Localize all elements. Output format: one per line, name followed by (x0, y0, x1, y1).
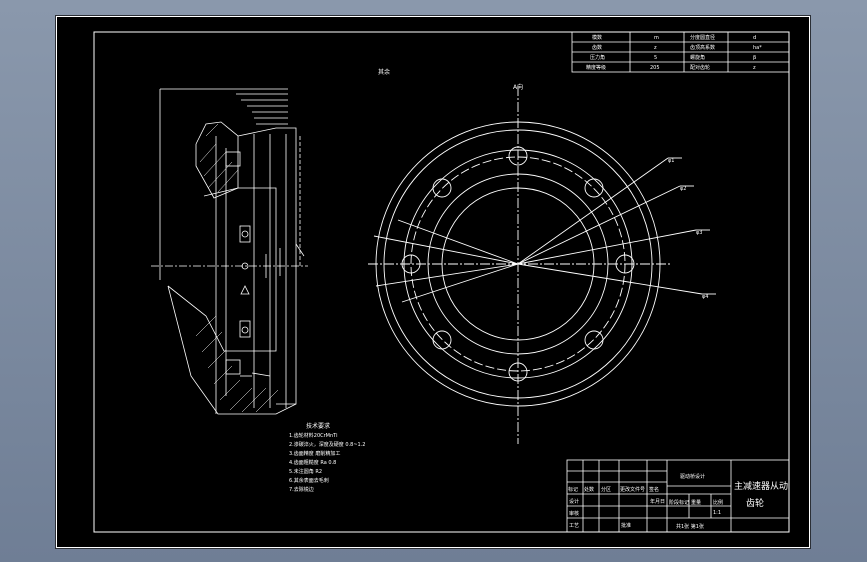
title-block-label: 分区 (601, 486, 611, 493)
requirement-line: 6.其余表面去毛刺 (289, 477, 329, 484)
title-block-label: 签名 (649, 486, 659, 493)
title-block-label: 批准 (621, 522, 631, 529)
parameters-table (571, 31, 790, 73)
title-block (566, 459, 790, 533)
sheet-border (56, 16, 810, 548)
title-block-label: 阶段标记 (669, 499, 689, 506)
title-block-label: 标记 (568, 486, 578, 493)
param-cell: β (753, 55, 756, 61)
requirement-line: 4.齿面粗糙度 Ra 0.8 (289, 459, 336, 466)
param-cell: 分度圆直径 (690, 34, 715, 41)
param-cell: 模数 (592, 34, 602, 41)
gear-section-view (151, 88, 308, 415)
drawing-canvas: 其余 A向 φ1 φ2 φ3 φ4 技术要求 1.齿轮材料20CrMnTi 2.… (56, 16, 810, 548)
scale-value: 1:1 (713, 510, 721, 516)
dimension-label: φ2 (680, 186, 686, 192)
param-cell: 螺旋角 (690, 54, 705, 61)
part-name-line1: 主减速器从动 (734, 480, 788, 492)
param-cell: ha* (753, 45, 762, 51)
param-cell: z (654, 45, 657, 51)
requirement-line: 7.去除锐边 (289, 486, 314, 493)
requirement-line: 5.未注圆角 R2 (289, 468, 322, 475)
param-cell: 齿顶高系数 (690, 44, 715, 51)
title-block-label: 年月日 (650, 498, 665, 505)
drawing-labels: 其余 A向 φ1 φ2 φ3 φ4 技术要求 1.齿轮材料20CrMnTi 2.… (289, 34, 788, 530)
scale-header: 比例 (713, 499, 723, 506)
requirement-line: 2.渗碳淬火，深度及硬度 0.8~1.2 (289, 441, 365, 448)
param-cell: d (753, 35, 756, 41)
gear-front-view (368, 86, 716, 444)
title-block-label: 更改文件号 (620, 486, 645, 493)
section-label: A向 (513, 83, 523, 91)
drawing-frame (93, 31, 790, 533)
section-hatching (195, 123, 279, 413)
requirement-line: 1.齿轮材料20CrMnTi (289, 432, 337, 439)
title-block-label: 审核 (569, 510, 579, 517)
technical-requirements-title: 技术要求 (306, 422, 330, 430)
dimension-label: φ3 (696, 230, 702, 236)
param-cell: m (654, 35, 659, 41)
title-block-label: 重量 (691, 499, 701, 506)
title-block-label: 处数 (584, 486, 594, 493)
dimension-label: φ1 (668, 158, 674, 164)
sheet-info: 共1张 第1张 (676, 523, 704, 530)
requirement-line: 3.齿面精度 磨削精加工 (289, 450, 340, 457)
param-cell: z (753, 65, 756, 71)
param-cell: 205 (650, 65, 660, 71)
part-name-line2: 齿轮 (746, 497, 764, 509)
param-cell: 5 (654, 55, 657, 61)
param-cell: 配对齿轮 (690, 64, 710, 71)
project-name: 驱动桥设计 (680, 473, 705, 480)
param-cell: 齿数 (592, 44, 602, 51)
view-label: 其余 (378, 68, 390, 76)
drawing-sheet: 其余 A向 φ1 φ2 φ3 φ4 技术要求 1.齿轮材料20CrMnTi 2.… (56, 16, 810, 548)
param-cell: 压力角 (590, 54, 605, 61)
param-cell: 精度等级 (586, 64, 606, 71)
dimension-label: φ4 (702, 294, 708, 300)
title-block-label: 工艺 (569, 523, 579, 529)
title-block-label: 设计 (569, 498, 579, 505)
